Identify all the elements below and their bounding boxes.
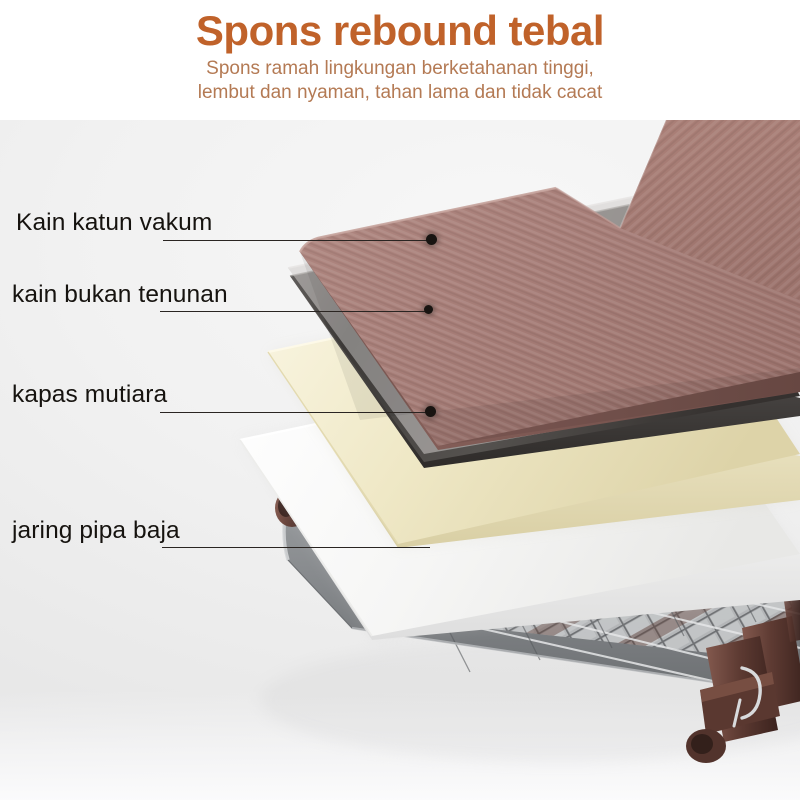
page-subtitle: Spons ramah lingkungan berketahanan ting… <box>0 53 800 106</box>
leader-dot-non-woven-fabric <box>424 305 433 314</box>
callout-label: kain bukan tenunan <box>12 281 228 308</box>
callout-label: kapas mutiara <box>12 381 168 408</box>
subtitle-line-2: lembut dan nyaman, tahan lama dan tidak … <box>197 82 603 104</box>
leader-line-non-woven-fabric <box>160 311 428 313</box>
leader-dot-vacuum-cotton-fabric <box>426 234 437 245</box>
callout-vacuum-cotton-fabric: Kain katun vakum <box>16 200 286 242</box>
leader-line-pearl-cotton <box>160 412 428 414</box>
callout-non-woven-fabric: kain bukan tenunan <box>12 272 302 314</box>
leader-line-steel-pipe-mesh <box>162 547 430 549</box>
frame-leg-right <box>686 616 800 763</box>
callout-steel-pipe-mesh: jaring pipa baja <box>12 508 252 550</box>
page-title: Spons rebound tebal <box>195 7 605 54</box>
vacuum-cotton-fabric-layer <box>299 119 800 450</box>
callout-label: jaring pipa baja <box>12 517 180 544</box>
leader-dot-pearl-cotton <box>425 406 436 417</box>
leader-line-vacuum-cotton-fabric <box>163 240 431 242</box>
subtitle-line-1: Spons ramah lingkungan berketahanan ting… <box>206 58 594 80</box>
callout-pearl-cotton: kapas mutiara <box>12 372 242 414</box>
header-banner: Spons rebound tebal Spons ramah lingkung… <box>0 0 800 120</box>
callout-label: Kain katun vakum <box>16 209 213 236</box>
